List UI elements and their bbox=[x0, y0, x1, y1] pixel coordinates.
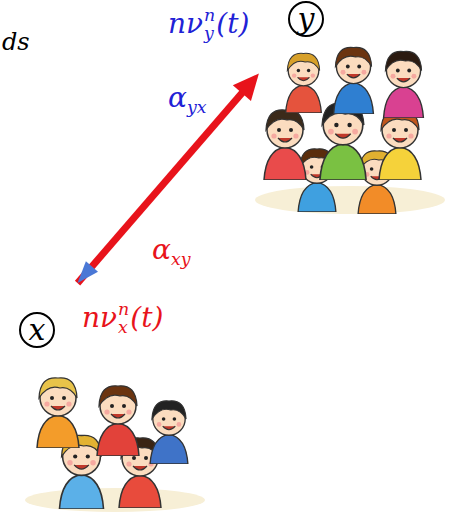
kid bbox=[97, 386, 139, 456]
kid bbox=[379, 110, 421, 180]
math-subscript: xy bbox=[171, 251, 191, 268]
math-symbol: nν bbox=[82, 304, 117, 332]
math-subscript: x bbox=[118, 318, 129, 336]
math-superscript: n bbox=[204, 6, 215, 24]
arrowhead bbox=[78, 261, 98, 283]
math-subscript: y bbox=[204, 24, 215, 42]
script-stack: nx bbox=[118, 300, 129, 336]
math-symbol: nν bbox=[168, 10, 203, 38]
circled-node: y bbox=[288, 1, 324, 37]
kid bbox=[150, 401, 188, 464]
math-label: nνny(t) bbox=[168, 6, 249, 42]
math-symbol: (t) bbox=[216, 10, 249, 38]
circled-node: x bbox=[19, 312, 55, 348]
node-letter: x bbox=[29, 315, 46, 345]
math-label: nνnx(t) bbox=[82, 300, 163, 336]
kid bbox=[334, 47, 374, 114]
math-label: αxy bbox=[152, 236, 191, 264]
math-label: ds bbox=[2, 30, 30, 54]
arrowhead bbox=[233, 73, 259, 101]
math-symbol: ds bbox=[2, 30, 30, 54]
math-symbol: (t) bbox=[130, 304, 163, 332]
script-stack: ny bbox=[204, 6, 215, 42]
ground-shadow bbox=[25, 488, 205, 512]
kid bbox=[37, 378, 79, 448]
math-symbol: α bbox=[168, 84, 187, 112]
math-label: αyx bbox=[168, 84, 207, 112]
node-letter: y bbox=[298, 4, 315, 34]
kid bbox=[320, 103, 366, 180]
kid bbox=[264, 110, 306, 180]
ground-shadow bbox=[255, 186, 445, 214]
connector-line bbox=[78, 90, 245, 283]
math-superscript: n bbox=[118, 300, 129, 318]
math-subscript: yx bbox=[187, 99, 207, 116]
math-symbol: α bbox=[152, 236, 171, 264]
kid bbox=[286, 53, 322, 113]
transition-arrow bbox=[78, 73, 259, 283]
kid bbox=[384, 51, 424, 118]
